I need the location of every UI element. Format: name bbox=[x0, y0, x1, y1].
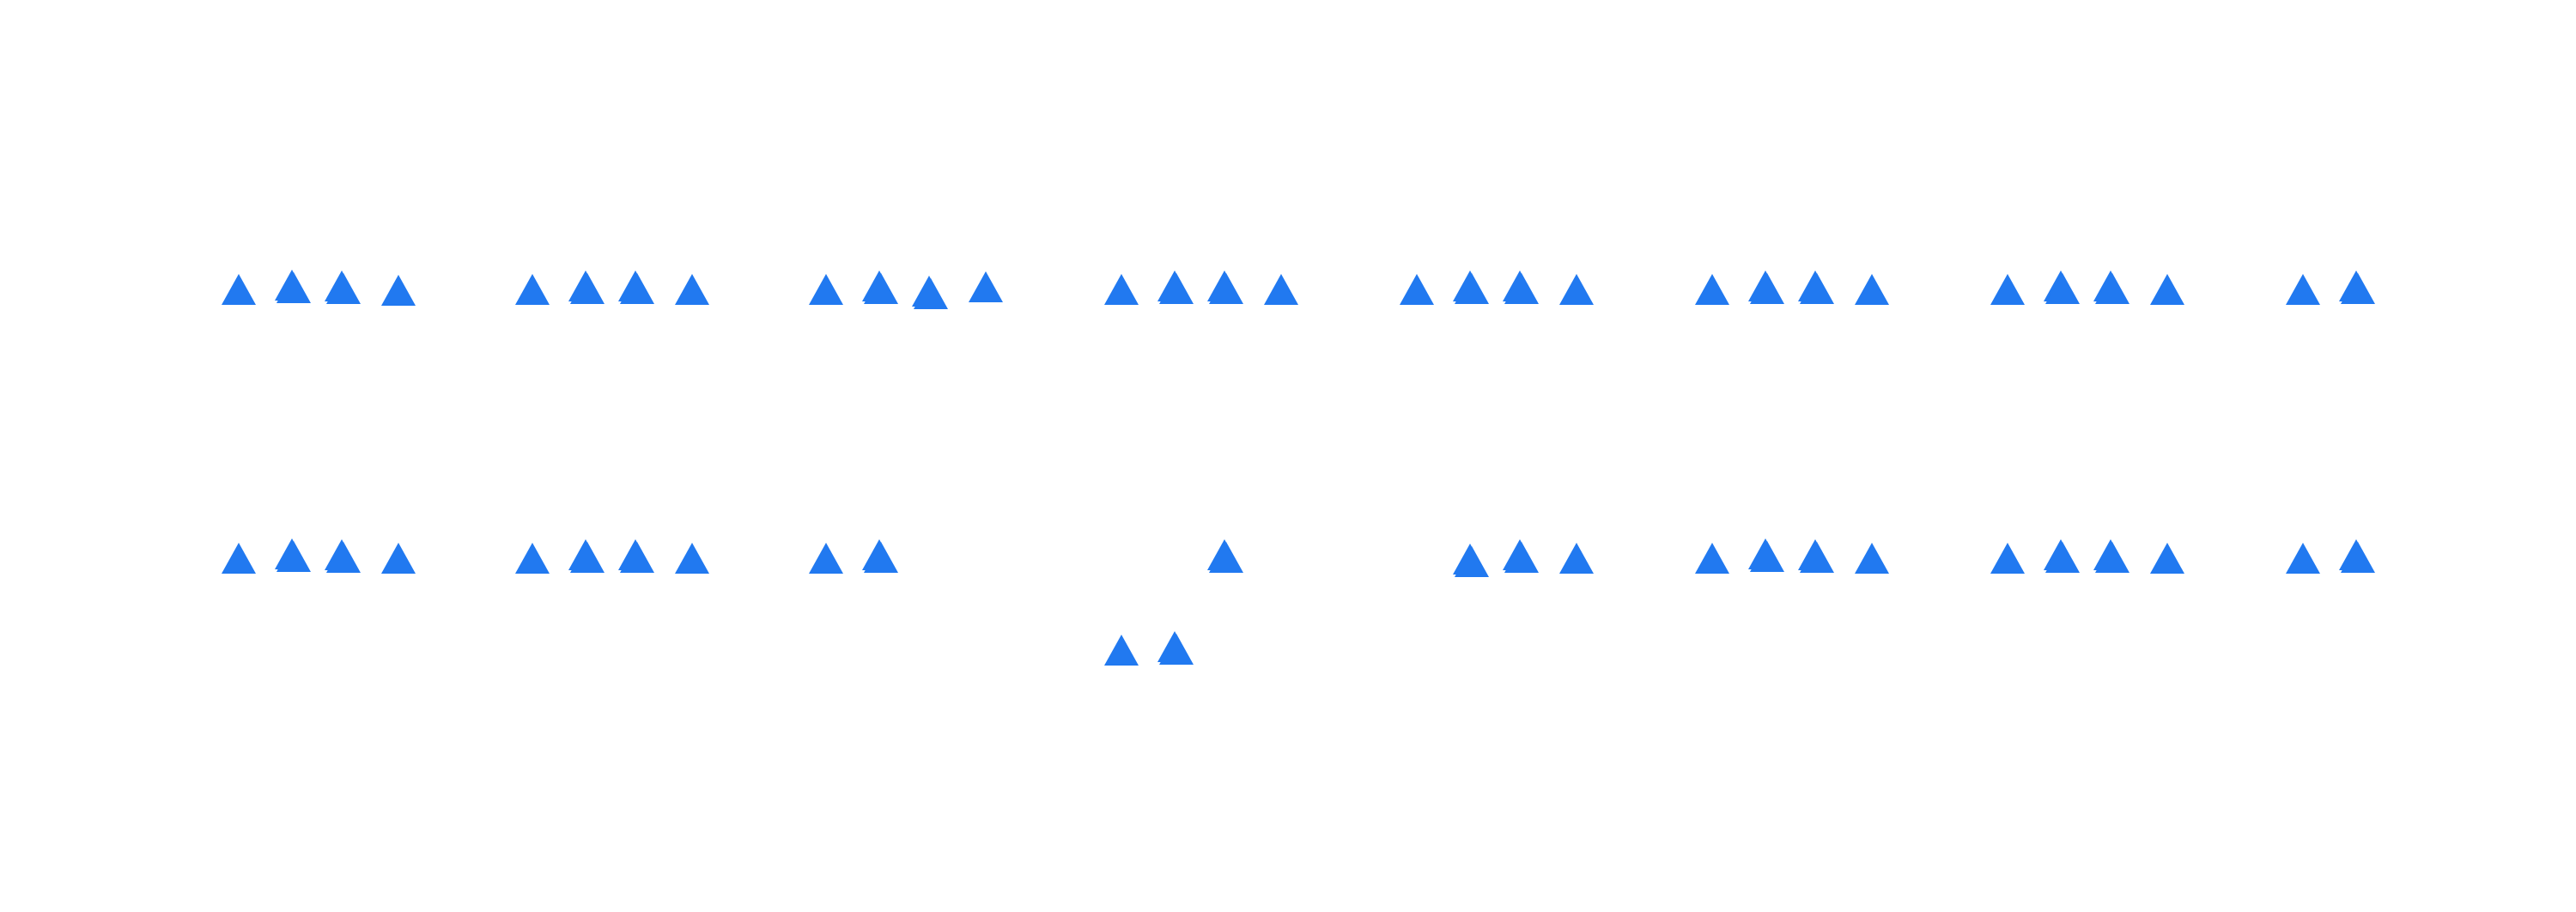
triangle-marker-icon bbox=[1504, 273, 1539, 304]
triangle-marker-icon bbox=[2341, 542, 2375, 573]
triangle-marker-icon bbox=[1209, 542, 1243, 573]
triangle-marker-icon bbox=[2150, 543, 2184, 574]
triangle-marker-icon bbox=[620, 273, 654, 304]
triangle-marker-icon bbox=[1750, 541, 1784, 572]
triangle-marker-icon bbox=[1800, 542, 1834, 573]
triangle-marker-icon bbox=[675, 274, 709, 305]
triangle-marker-icon bbox=[1559, 274, 1594, 305]
triangle-marker-icon bbox=[2286, 274, 2320, 305]
triangle-marker-icon bbox=[381, 543, 416, 574]
top-row-group-1 bbox=[222, 270, 416, 306]
triangle-marker-icon bbox=[1104, 274, 1139, 305]
triangle-marker-icon bbox=[326, 273, 361, 304]
triangle-marker-icon bbox=[1695, 274, 1729, 305]
triangle-marker-icon bbox=[1209, 273, 1243, 304]
triangle-marker-icon bbox=[570, 542, 605, 573]
triangle-marker-icon bbox=[1400, 274, 1434, 305]
triangle-marker-icon bbox=[381, 275, 416, 306]
top-row-group-6 bbox=[1695, 271, 1889, 305]
triangle-marker-icon bbox=[1455, 546, 1489, 577]
bottom-row-group-4 bbox=[1207, 539, 1243, 573]
triangle-marker-icon bbox=[276, 272, 311, 303]
triangle-marker-icon bbox=[276, 541, 311, 572]
triangle-marker-icon bbox=[1750, 273, 1784, 304]
triangle-marker-icon bbox=[2286, 543, 2320, 574]
triangle-marker-icon bbox=[222, 543, 256, 574]
triangle-marker-icon bbox=[864, 273, 898, 304]
bottom-row-group-2 bbox=[515, 539, 709, 574]
triangle-marker-icon bbox=[1855, 274, 1889, 305]
triangle-marker-icon bbox=[1990, 543, 2025, 574]
triangle-marker-icon bbox=[1455, 273, 1489, 304]
top-row-group-2 bbox=[515, 271, 709, 305]
triangle-marker-icon bbox=[326, 542, 361, 573]
bottom-row-group-3 bbox=[809, 539, 898, 574]
bottom-row-group-1 bbox=[222, 538, 416, 574]
extra-row-group-4 bbox=[1104, 631, 1194, 666]
triangle-marker-icon bbox=[515, 543, 550, 574]
triangle-marker-icon bbox=[809, 543, 843, 574]
triangle-marker-icon bbox=[1159, 634, 1194, 665]
triangle-marker-icon bbox=[969, 271, 1003, 302]
triangle-marker-icon bbox=[1855, 543, 1889, 574]
triangle-marker-icon bbox=[1800, 273, 1834, 304]
triangle-marker-icon bbox=[1990, 274, 2025, 305]
triangle-marker-icon bbox=[1559, 543, 1594, 574]
top-row-group-8 bbox=[2286, 271, 2375, 305]
bottom-row-group-7 bbox=[1990, 539, 2184, 574]
triangle-marker-icon bbox=[620, 542, 654, 573]
triangle-marker-icon bbox=[2341, 273, 2375, 304]
triangle-marker-icon bbox=[570, 273, 605, 304]
bottom-row-group-8 bbox=[2286, 539, 2375, 574]
top-row-group-4 bbox=[1104, 271, 1298, 305]
top-row-group-5 bbox=[1400, 271, 1594, 305]
triangle-marker-icon bbox=[515, 274, 550, 305]
triangle-marker-icon bbox=[222, 274, 256, 305]
triangle-marker-icon bbox=[2095, 542, 2129, 573]
triangle-marker-icon bbox=[1264, 274, 1298, 305]
triangle-marker-icon bbox=[914, 278, 948, 309]
marker-layer bbox=[222, 270, 2375, 666]
bottom-row-group-6 bbox=[1695, 538, 1889, 574]
triangle-marker-icon bbox=[1104, 635, 1139, 666]
triangle-marker-icon bbox=[2045, 542, 2080, 573]
top-row-group-7 bbox=[1990, 271, 2184, 305]
triangle-marker-icon bbox=[2150, 274, 2184, 305]
triangle-marker-icon bbox=[809, 274, 843, 305]
bottom-row-group-5 bbox=[1453, 539, 1594, 577]
triangle-marker-icon bbox=[864, 542, 898, 573]
triangle-marker-icon bbox=[1159, 273, 1194, 304]
triangle-marker-icon bbox=[1695, 543, 1729, 574]
top-row-group-3 bbox=[809, 271, 1003, 309]
triangle-marker-icon bbox=[1504, 542, 1539, 573]
triangle-marker-icon bbox=[675, 543, 709, 574]
triangle-marker-icon bbox=[2045, 273, 2080, 304]
triangle-marker-icon bbox=[2095, 273, 2129, 304]
